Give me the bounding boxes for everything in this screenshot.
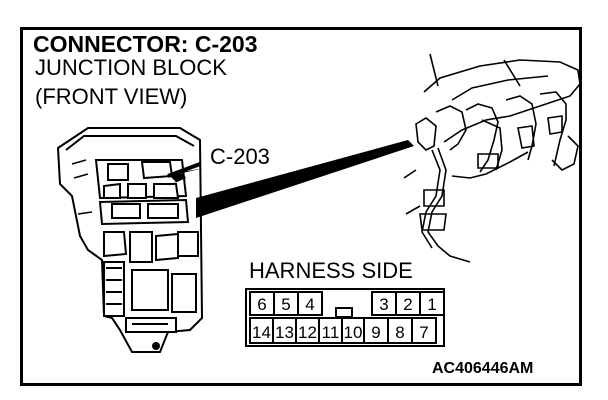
- pin-6-label: 6: [257, 295, 266, 314]
- pin-5-label: 5: [281, 295, 290, 314]
- pin-1-cell: [419, 291, 445, 316]
- pin-3-label: 3: [379, 295, 388, 314]
- harness-side-label: HARNESS SIDE: [249, 258, 413, 283]
- figure-code: AC406446AM: [432, 360, 534, 377]
- view-label: (FRONT VIEW): [35, 84, 188, 109]
- pin-9-cell: [363, 317, 389, 344]
- pin-10-label: 10: [344, 323, 363, 342]
- connector-key-notch: [335, 307, 353, 318]
- callout-arrow: [168, 168, 204, 186]
- pin-8-cell: [387, 317, 413, 344]
- connector-title: CONNECTOR: C-203: [33, 31, 258, 57]
- junction-block-drawing: [56, 127, 204, 353]
- connector-callout-label: C-203: [210, 144, 270, 169]
- pin-2-label: 2: [403, 295, 412, 314]
- pin-9-label: 9: [371, 323, 380, 342]
- pin-14-label: 14: [252, 323, 271, 342]
- pin-7-cell: [411, 317, 437, 344]
- pin-11-label: 11: [322, 323, 340, 342]
- pin-4-label: 4: [305, 295, 314, 314]
- vehicle-harness-drawing: [403, 53, 581, 263]
- pin-12-label: 12: [298, 323, 317, 342]
- pointer-wedge: [196, 140, 414, 218]
- pin-8-label: 8: [395, 323, 404, 342]
- pin-4-cell: [297, 291, 323, 316]
- pin-1-label: 1: [427, 295, 436, 314]
- pin-13-label: 13: [275, 323, 294, 342]
- junction-block-label: JUNCTION BLOCK: [35, 55, 227, 80]
- figure-frame: [20, 27, 582, 386]
- pin-7-label: 7: [419, 323, 428, 342]
